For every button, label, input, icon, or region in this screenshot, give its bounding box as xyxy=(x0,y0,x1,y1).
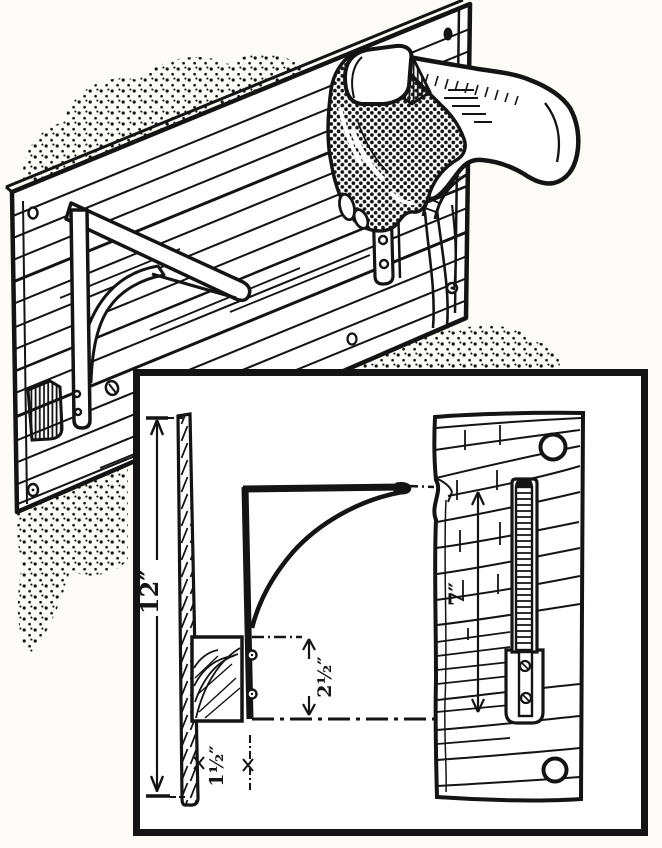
arm-shadow-line xyxy=(151,272,237,300)
dimension-7in-label: 7″ xyxy=(444,582,469,606)
board-screw-holes xyxy=(26,27,459,498)
board-left-bevel xyxy=(5,185,13,194)
screw-hole xyxy=(27,206,39,220)
dimension-12in-label: 12″ xyxy=(135,570,164,614)
board-left-inner-edge xyxy=(22,200,28,505)
shoe-heel xyxy=(343,43,414,106)
screw-hole-dark xyxy=(443,27,453,41)
rod-top-cap xyxy=(515,478,533,487)
detail-inset: 12″ xyxy=(133,369,648,836)
slot-assembly xyxy=(504,477,545,725)
screw-hole xyxy=(346,332,358,346)
dimension-2half-label: 2½″ xyxy=(314,656,336,698)
heel-contour xyxy=(351,56,363,99)
pull-tab xyxy=(352,208,370,230)
left-bracket xyxy=(26,201,252,442)
dashdot-line-top xyxy=(407,484,435,489)
shoe xyxy=(326,43,581,233)
dimension-1half xyxy=(193,735,254,790)
board-top-edge-outer xyxy=(5,0,464,189)
mount-hole-top xyxy=(538,432,568,462)
strap-screw xyxy=(377,234,389,246)
lower-rod xyxy=(517,650,534,718)
sole-detail-lines xyxy=(424,73,561,163)
bracket-leg xyxy=(69,208,92,430)
lace-loop xyxy=(338,192,356,222)
mount-hole-bottom xyxy=(541,756,569,784)
bracket-profile-leg xyxy=(241,486,254,720)
leg-screw xyxy=(73,407,83,417)
upper-highlights xyxy=(338,107,415,206)
bracket-profile xyxy=(241,482,412,720)
shoe-laces xyxy=(423,204,457,329)
dimension-12in xyxy=(146,416,186,798)
dimension-7in xyxy=(471,491,485,713)
bracket-block xyxy=(26,379,64,442)
mount-board-front: 7″ xyxy=(432,410,586,803)
bracket-profile-curve xyxy=(249,489,403,629)
threaded-rod xyxy=(514,478,534,652)
dimension-1half-label: 1½″ xyxy=(206,745,228,787)
dimension-2half xyxy=(302,638,316,716)
strap-screw xyxy=(378,258,390,270)
wood-block-section xyxy=(190,635,244,723)
leg-screw xyxy=(72,389,82,399)
bracket-arm xyxy=(64,201,252,303)
bracket-profile-arm xyxy=(242,483,405,493)
mount-board-outline xyxy=(432,410,586,803)
